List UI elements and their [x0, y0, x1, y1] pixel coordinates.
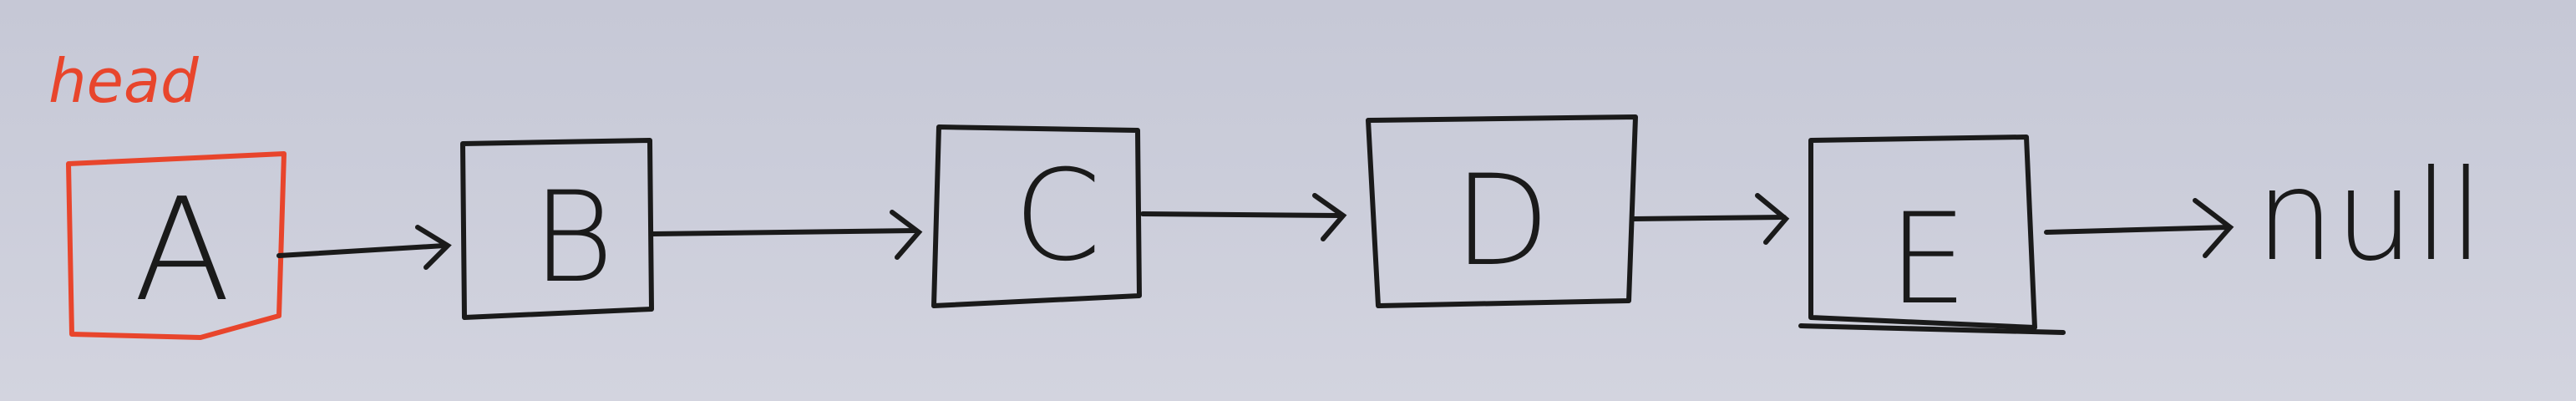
node-e: E [1798, 135, 2066, 335]
head-label: head [48, 46, 200, 116]
node-a-box [66, 151, 287, 340]
arrow-c-d [1140, 193, 1347, 241]
node-c: C [931, 124, 1142, 308]
arrow-a-b [276, 225, 452, 270]
arrow-d-e [1631, 193, 1790, 245]
node-e-underline [1798, 323, 2066, 335]
node-a-label: A [134, 168, 231, 333]
node-d-label: D [1453, 149, 1550, 294]
node-e-label: E [1889, 187, 1968, 332]
node-d-box [1366, 114, 1638, 308]
node-a: A [66, 151, 287, 340]
node-c-label: C [1014, 144, 1102, 289]
node-c-box [931, 124, 1142, 308]
arrow-e-null [2044, 198, 2234, 258]
node-b: B [460, 138, 654, 320]
node-d: D [1366, 114, 1638, 308]
node-e-box [1808, 135, 2037, 330]
node-b-label: B [532, 165, 614, 311]
arrow-b-c [651, 210, 923, 260]
node-b-box [460, 138, 654, 320]
null-label: null [2255, 144, 2484, 289]
